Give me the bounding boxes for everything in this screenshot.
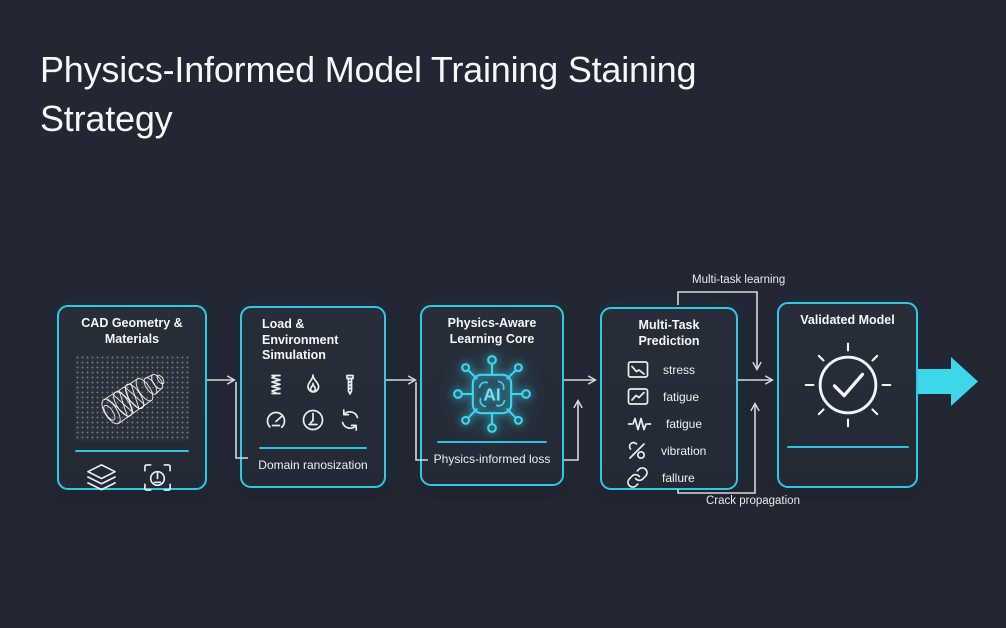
annotation-multi-task-learning: Multi-task learning xyxy=(692,274,786,286)
broken-link-icon xyxy=(628,441,646,459)
stage-load-environment: Load & Environment Simulation xyxy=(240,306,386,488)
prediction-label: fatigue xyxy=(663,389,700,404)
stage-title: Physics-Aware Learning Core xyxy=(447,316,537,346)
stage-divider xyxy=(75,450,189,453)
output-flow-arrow xyxy=(918,357,978,406)
screw-icon xyxy=(345,374,354,395)
scan-target-icon xyxy=(144,464,171,492)
stage-title: Load & Environment Simulation xyxy=(262,317,339,363)
stage-divider xyxy=(437,441,547,444)
page-title: Physics-Informed Model Training Staining… xyxy=(40,49,697,139)
gauge-icon xyxy=(266,411,286,431)
flame-icon xyxy=(307,374,320,393)
stage-divider xyxy=(259,446,367,449)
stage-title: CAD Geometry & Materials xyxy=(81,316,183,346)
prediction-row: fallure xyxy=(602,464,736,491)
prediction-row: fatigue xyxy=(602,383,736,410)
stage-multi-task-prediction: Multi-Task Prediction stress fatigue xyxy=(600,307,738,490)
stage-divider xyxy=(786,445,909,448)
stage-validated-model: Validated Model xyxy=(777,302,918,488)
cad-wireframe-illustration xyxy=(75,355,189,442)
prediction-label: fatigue xyxy=(666,416,703,431)
stage-learning-core: Physics-Aware Learning Core xyxy=(420,305,564,486)
prediction-label: fallure xyxy=(662,470,695,485)
stage-footer-label: Physics-informed loss xyxy=(433,452,551,467)
layers-icon xyxy=(87,464,116,491)
waveform-icon xyxy=(627,417,652,431)
feedback-physics-loss-arrow xyxy=(564,399,583,461)
prediction-label: stress xyxy=(663,362,696,377)
prediction-row: stress xyxy=(602,356,736,383)
spring-load-icon xyxy=(271,374,282,395)
ai-chip-label: AI xyxy=(483,385,500,405)
cad-wireframe-part xyxy=(101,374,165,425)
annotation-crack-propagation: Crack propagation xyxy=(706,495,800,507)
ai-chip-icon: AI xyxy=(453,355,531,434)
prediction-label: vibration xyxy=(661,443,707,458)
chart-rise-icon xyxy=(627,388,649,406)
prediction-row: vibration xyxy=(602,437,736,464)
stage-cad-geometry: CAD Geometry & Materials xyxy=(57,305,207,492)
stage-title: Validated Model xyxy=(800,313,895,327)
stage-title: Multi-Task Prediction xyxy=(638,318,700,348)
check-circle-icon xyxy=(804,342,891,427)
cycle-icon xyxy=(341,409,359,431)
prediction-row: fatigue xyxy=(602,410,736,437)
chart-decline-icon xyxy=(627,361,649,379)
chain-link-icon xyxy=(627,467,648,489)
meter-icon xyxy=(302,409,324,431)
stage-footer-label: Domain ranosization xyxy=(258,457,368,472)
